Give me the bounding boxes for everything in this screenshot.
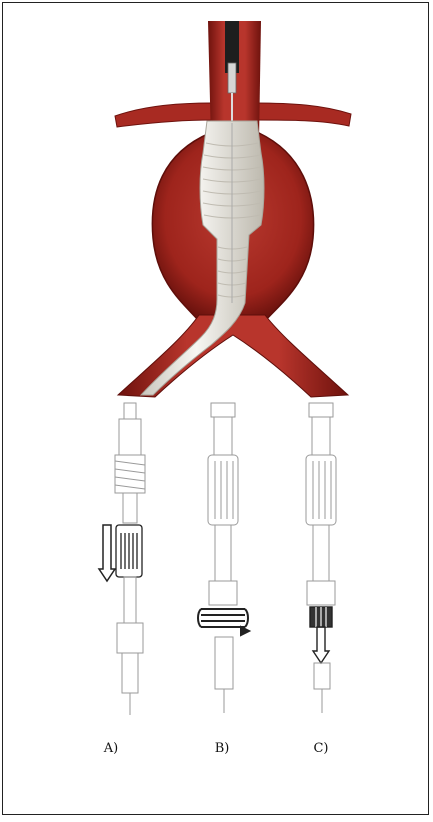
device-a-tip xyxy=(124,403,136,419)
device-a-end xyxy=(122,653,138,693)
device-b-rotate-arrow xyxy=(198,609,249,635)
device-c-end xyxy=(314,663,330,689)
label-c: C) xyxy=(313,741,328,756)
device-b-mid-shaft xyxy=(215,525,231,581)
left-renal-artery xyxy=(115,103,211,127)
device-a-shaft xyxy=(123,493,137,523)
device-c-spring-top xyxy=(309,403,333,417)
device-c-knob xyxy=(310,607,332,627)
figure-frame: A) B) C) xyxy=(2,2,429,815)
device-c-mid-shaft xyxy=(313,525,329,581)
label-a: A) xyxy=(104,741,118,756)
device-a-lower-shaft xyxy=(124,577,136,623)
label-b: B) xyxy=(215,741,230,756)
device-a-spring xyxy=(115,455,145,493)
device-c-upper-shaft xyxy=(312,417,330,455)
device-a xyxy=(99,403,145,715)
device-c-down-arrow xyxy=(313,627,329,663)
device-a-lock xyxy=(117,623,143,653)
right-renal-artery xyxy=(253,103,351,126)
device-a-down-arrow xyxy=(99,525,115,581)
device-b xyxy=(198,403,249,713)
device-b-lock xyxy=(209,581,237,605)
device-b-spring-top xyxy=(211,403,235,417)
device-c xyxy=(306,403,336,713)
device-b-end xyxy=(215,637,233,689)
illustration xyxy=(3,3,433,822)
aortic-aneurysm xyxy=(115,21,351,397)
device-b-upper-shaft xyxy=(214,417,232,455)
device-a-handle-grip xyxy=(116,525,142,577)
device-a-upper-sheath xyxy=(119,419,141,455)
device-c-lock xyxy=(307,581,335,605)
